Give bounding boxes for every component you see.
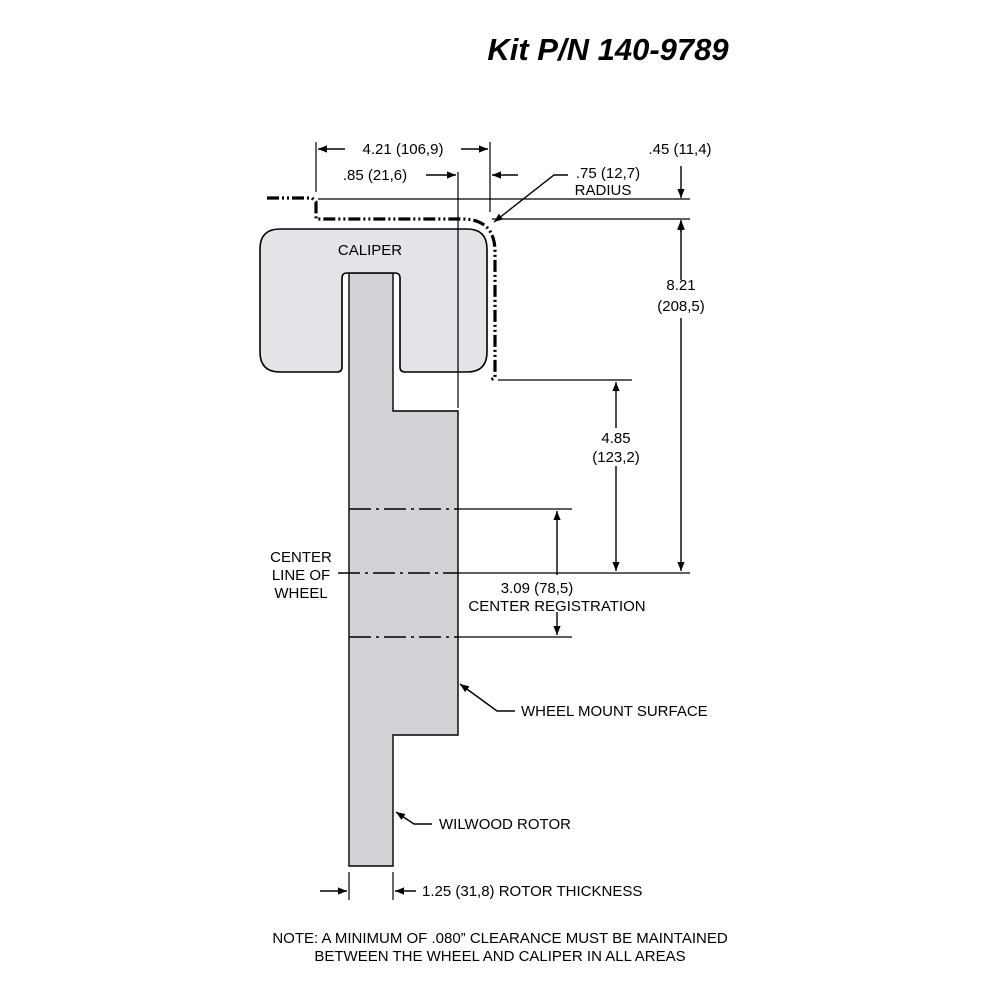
registration-value-label: 3.09 (78,5) (501, 580, 574, 597)
wheel-mount-surface-label: WHEEL MOUNT SURFACE (521, 703, 708, 720)
rotor-thickness-label: 1.25 (31,8) ROTOR THICKNESS (422, 883, 642, 900)
offset-label: .85 (21,6) (343, 167, 407, 184)
height-lower-label-1: 4.85 (601, 430, 630, 447)
wheel-mount-leader (459, 683, 515, 712)
note-line-1: NOTE: A MINIMUM OF .080” CLEARANCE MUST … (272, 930, 728, 947)
center-line-label-1: CENTER (270, 549, 332, 566)
rotor-leader (395, 811, 432, 825)
top-gap-label: .45 (11,4) (648, 141, 711, 158)
kit-title: Kit P/N 140-9789 (487, 32, 729, 67)
radius-word-label: RADIUS (575, 182, 632, 199)
rotor-body (348, 272, 459, 867)
radius-value-label: .75 (12,7) (576, 165, 640, 182)
height-lower-label-2: (123,2) (592, 449, 640, 466)
wheel-clearance-line (267, 196, 497, 382)
note-line-2: BETWEEN THE WHEEL AND CALIPER IN ALL ARE… (314, 948, 685, 965)
center-line-label-3: WHEEL (274, 585, 327, 602)
caliper-body (259, 228, 488, 373)
height-overall-label-2: (208,5) (657, 298, 705, 315)
height-overall-label-1: 8.21 (666, 277, 695, 294)
caliper-label: CALIPER (338, 242, 402, 259)
radius-leader (493, 174, 568, 223)
center-line-label-2: LINE OF (272, 567, 330, 584)
wilwood-rotor-label: WILWOOD ROTOR (439, 816, 571, 833)
center-registration-label: CENTER REGISTRATION (468, 598, 645, 615)
width-overall-label: 4.21 (106,9) (363, 141, 444, 158)
